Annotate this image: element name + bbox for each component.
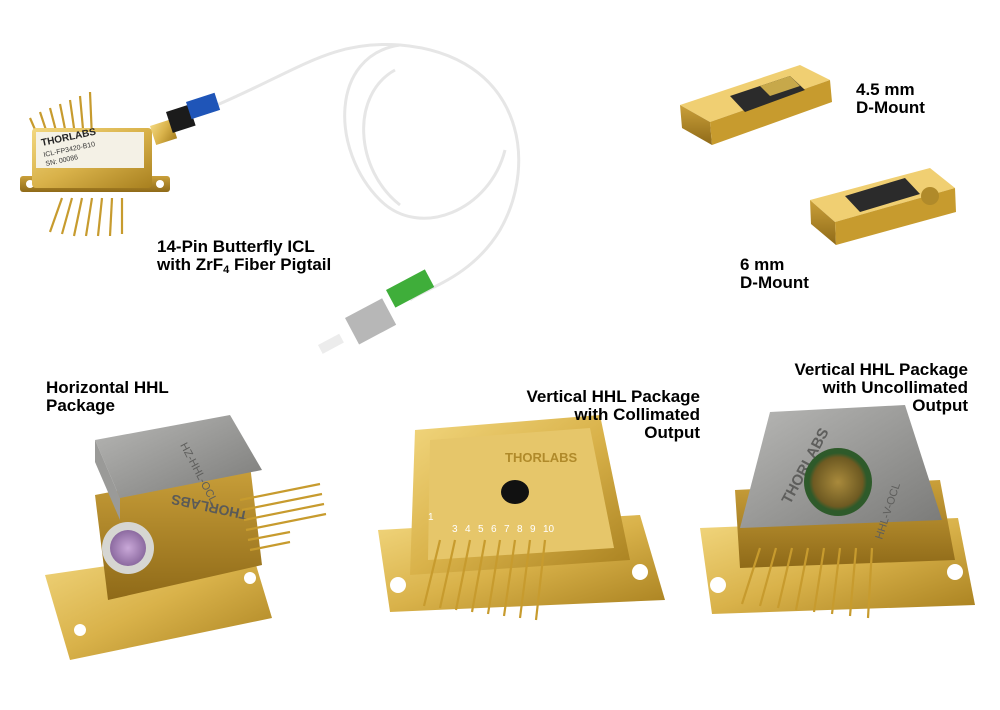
pin-number-marking: 7 [504,524,510,535]
label-line: Package [46,396,115,415]
label-subscript: 4 [223,264,230,276]
fc-connector-nut [345,298,397,345]
brand-marking: THORLABS [505,450,578,465]
uncollimated-output-window-inner [809,453,867,511]
label-vertical-hhl-uncollimated: Vertical HHL Package with Uncollimated O… [768,361,968,415]
horizontal-hhl-package: HZ-HHL-OCL THORLABS [45,415,327,660]
pin-number-marking: 1 [428,512,434,523]
label-butterfly-icl: 14-Pin Butterfly ICL with ZrF4 Fiber Pig… [157,237,332,276]
dmount-chip [845,178,920,212]
butterfly-icl-package: THORLABS ICL-FP3420-B10 SN: 00086 [20,42,521,302]
label-horizontal-hhl: Horizontal HHL Package [46,379,169,415]
hhl-steel-lid [95,415,262,498]
label-line: Vertical HHL Package [794,360,968,379]
pin-number-marking: 9 [530,524,536,535]
fc-connector [318,269,435,354]
label-dmount-4-5mm: 4.5 mm D-Mount [856,81,925,117]
label-line: 4.5 mm [856,80,915,99]
pin-number-marking: 5 [478,524,484,535]
vertical-hhl-collimated-package: THORLABS 1 [378,415,665,621]
pin-number-marking: 8 [517,524,523,535]
hhl-pins [740,547,874,619]
label-line: Output [912,396,968,415]
mount-hole [710,577,726,593]
label-line: 6 mm [740,255,785,274]
fiber-black-boot [166,104,196,133]
label-dmount-6mm: 6 mm D-Mount [740,256,809,292]
dmount-4-5mm [680,65,832,145]
mount-hole [632,564,648,580]
dmount-6mm [810,168,956,245]
mount-hole [947,564,963,580]
label-text: with ZrF [157,255,224,274]
label-line: with Uncollimated [822,378,968,397]
mount-hole [156,180,164,188]
hhl-pins [422,539,547,621]
label-text: Fiber Pigtail [229,255,332,274]
pin-number-marking: 10 [543,524,555,535]
pin-number-marking: 4 [465,524,471,535]
pin-number-marking: 3 [452,524,458,535]
vertical-hhl-uncollimated-package: THORLABS HHL-V-OCL [700,405,975,619]
mount-hole [244,572,256,584]
butterfly-label-plate [36,132,144,168]
fiber-nose [150,119,178,146]
label-vertical-hhl-collimated: Vertical HHL Package with Collimated Out… [500,388,700,442]
fiber-pigtail [209,42,521,302]
label-line: D-Mount [740,273,809,292]
fc-connector-ferrule [318,333,344,354]
collimated-output-aperture [501,480,529,504]
fiber-green-boot [385,269,435,308]
label-line: Vertical HHL Package [526,387,700,406]
pin-number-marking: 6 [491,524,497,535]
hhl-pins [239,482,327,552]
label-line: Output [644,423,700,442]
hhl-lens-glass [110,530,146,566]
mount-hole [921,187,939,205]
label-line: Horizontal HHL [46,378,169,397]
label-line: 14-Pin Butterfly ICL [157,237,315,256]
label-line: D-Mount [856,98,925,117]
mount-hole [390,577,406,593]
label-line: with Collimated [574,405,700,424]
fiber-blue-boot [186,92,221,120]
mount-hole [74,624,86,636]
label-line: with ZrF4 Fiber Pigtail [157,255,332,276]
